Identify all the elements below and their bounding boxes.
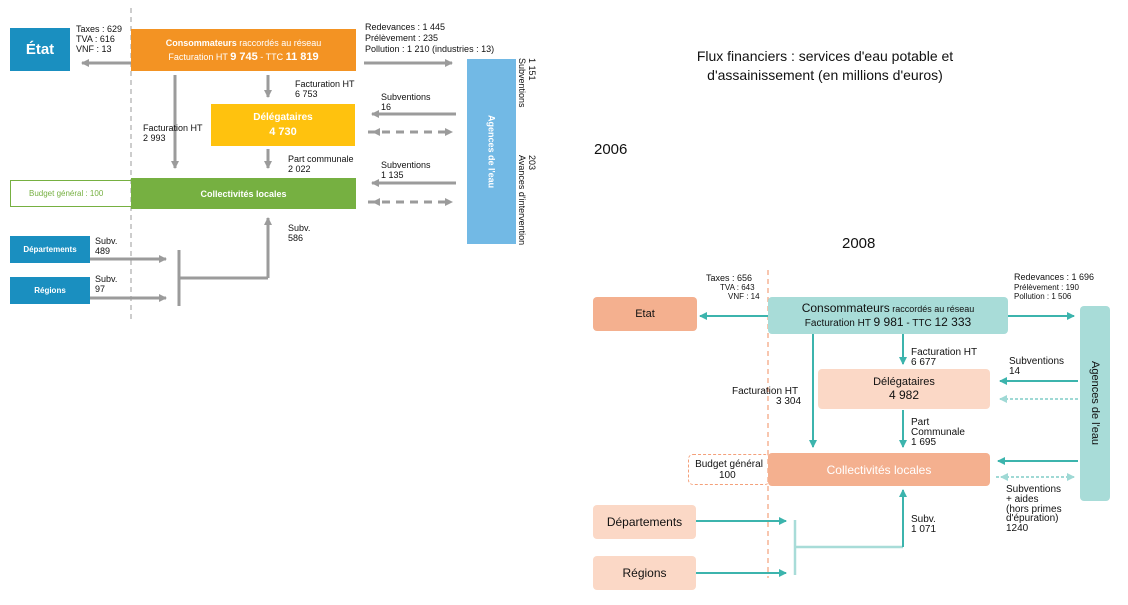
- departements-label: Départements: [606, 515, 683, 529]
- diagram-2006-arrows: [81, 8, 456, 323]
- budget-value: 100: [719, 469, 736, 481]
- delegataires-box-2008: Délégataires 4 982: [818, 369, 990, 409]
- budget-label: Budget général: [695, 458, 763, 470]
- delegataires-label: Délégataires: [873, 376, 935, 388]
- part-val-2006: 2 022: [288, 164, 311, 174]
- consommateurs-box-2006: Consommateurs raccordés au réseau Factur…: [131, 29, 356, 71]
- redevances-2008: Redevances : 1 696: [1014, 272, 1095, 282]
- year-2008-label: 2008: [842, 235, 876, 252]
- subventions-vertical-2006: Subventions: [517, 58, 527, 108]
- page-title: Flux financiers : services d'eau potable…: [655, 47, 995, 85]
- regions-label: Régions: [622, 566, 667, 580]
- regions-box-2008: Régions: [593, 556, 696, 590]
- etat-label: Etat: [635, 308, 655, 320]
- budget-box-2008: Budget général 100: [688, 454, 770, 485]
- regions-box-2006: Régions: [10, 277, 90, 304]
- conso-line-1: Consommateurs raccordés au réseau: [165, 38, 322, 48]
- consommateurs-box-2008: Consommateurs raccordés au réseau Factur…: [768, 297, 1008, 334]
- etat-label: État: [25, 41, 55, 58]
- year-2006-label: 2006: [594, 141, 628, 158]
- avances-vertical-2006: Avances d'intervention: [517, 155, 527, 246]
- fact-ht-label-2008: Facturation HT: [911, 347, 978, 358]
- vnf-2006: VNF : 13: [76, 44, 112, 54]
- agences-label: Agences de l'eau: [1089, 361, 1101, 446]
- part-label2-2008: Communale: [911, 427, 965, 438]
- subv-aides-1-2008: Subventions: [1006, 484, 1062, 495]
- fact-ht-val-2008: 6 677: [911, 357, 937, 368]
- prelevement-2008: Prélèvement : 190: [1014, 283, 1079, 292]
- collectivites-label: Collectivités locales: [826, 462, 932, 477]
- title-line-1: Flux financiers : services d'eau potable…: [696, 48, 954, 64]
- collectivites-box-2008: Collectivités locales: [768, 453, 990, 486]
- budget-box-2006: Budget général : 100: [10, 180, 132, 207]
- subventions-vertical-val-2006: 1 151: [527, 58, 537, 81]
- fact-ht2-val-2006: 2 993: [143, 133, 166, 143]
- subv3-label-2006: Subv.: [288, 223, 311, 233]
- collectivites-box-2006: Collectivités locales: [131, 178, 356, 209]
- subv-label-2008: Subventions: [1009, 356, 1065, 367]
- vnf-2008: VNF : 14: [728, 292, 760, 301]
- departements-label: Départements: [23, 245, 77, 254]
- fact-ht2-label-2006: Facturation HT: [143, 123, 203, 133]
- delegataires-value: 4 982: [888, 388, 920, 402]
- etat-box-2008: Etat: [593, 297, 697, 331]
- fact-ht-val-2006: 6 753: [295, 89, 318, 99]
- dep-subv-val-2006: 489: [95, 246, 111, 256]
- taxes-2008: Taxes : 656: [706, 273, 753, 283]
- conso-line-1: Consommateurs raccordés au réseau: [801, 300, 975, 315]
- avances-vertical-val-2006: 203: [527, 155, 537, 171]
- taxes-2006: Taxes : 629: [76, 24, 123, 34]
- part-val-2008: 1 695: [911, 437, 937, 448]
- budget-label: Budget général : 100: [29, 189, 104, 198]
- departements-box-2006: Départements: [10, 236, 90, 263]
- agences-box-2008: Agences de l'eau: [1080, 306, 1110, 501]
- prelevement-2006: Prélèvement : 235: [365, 33, 439, 43]
- conso-line-2: Facturation HT 9 745 - TTC 11 819: [168, 51, 319, 63]
- subv-val-2008: 14: [1009, 366, 1021, 377]
- dep-subv-label-2006: Subv.: [95, 236, 118, 246]
- subv-aides-5-2008: 1240: [1006, 523, 1029, 534]
- delegataires-label: Délégataires: [253, 112, 313, 123]
- part-label-2006: Part communale: [288, 154, 354, 164]
- subv3-val-2008: 1 071: [911, 524, 937, 535]
- fact-ht2-label-2008: Facturation HT: [732, 386, 799, 397]
- tva-2006: TVA : 616: [76, 34, 115, 44]
- subv-aides-2-2008: + aides: [1006, 494, 1039, 505]
- part-label1-2008: Part: [911, 417, 930, 428]
- subv-label-2006: Subventions: [381, 92, 431, 102]
- reg-subv-val-2006: 97: [95, 284, 106, 294]
- redevances-2006: Redevances : 1 445: [365, 22, 446, 32]
- reg-subv-label-2006: Subv.: [95, 274, 118, 284]
- title-line-2: d'assainissement (en millions d'euros): [707, 67, 943, 83]
- subv3-label-2008: Subv.: [911, 514, 936, 525]
- departements-box-2008: Départements: [593, 505, 696, 539]
- agences-box-2006: Agences de l'eau: [467, 59, 516, 244]
- collectivites-label: Collectivités locales: [200, 188, 287, 199]
- conso-line-2: Facturation HT 9 981 - TTC 12 333: [804, 314, 972, 329]
- delegataires-box-2006: Délégataires 4 730: [211, 104, 355, 146]
- pollution-2008: Pollution : 1 506: [1014, 292, 1072, 301]
- regions-label: Régions: [34, 286, 66, 295]
- tva-2008: TVA : 643: [720, 283, 755, 292]
- etat-box-2006: État: [10, 28, 70, 71]
- subv-aides-3-2008: (hors primes: [1006, 504, 1062, 515]
- fact-ht-label-2006: Facturation HT: [295, 79, 355, 89]
- subv3-val-2006: 586: [288, 233, 304, 243]
- agences-label: Agences de l'eau: [486, 114, 497, 189]
- subv-aides-4-2008: d'épuration): [1006, 513, 1059, 524]
- subv2-label-2006: Subventions: [381, 160, 431, 170]
- diagram-2008-arrows: [696, 270, 1078, 578]
- subv-val-2006: 16: [381, 102, 392, 112]
- fact-ht2-val-2008: 3 304: [776, 396, 802, 407]
- delegataires-value: 4 730: [269, 126, 297, 138]
- pollution-2006: Pollution : 1 210 (industries : 13): [365, 44, 495, 54]
- subv2-val-2006: 1 135: [381, 170, 404, 180]
